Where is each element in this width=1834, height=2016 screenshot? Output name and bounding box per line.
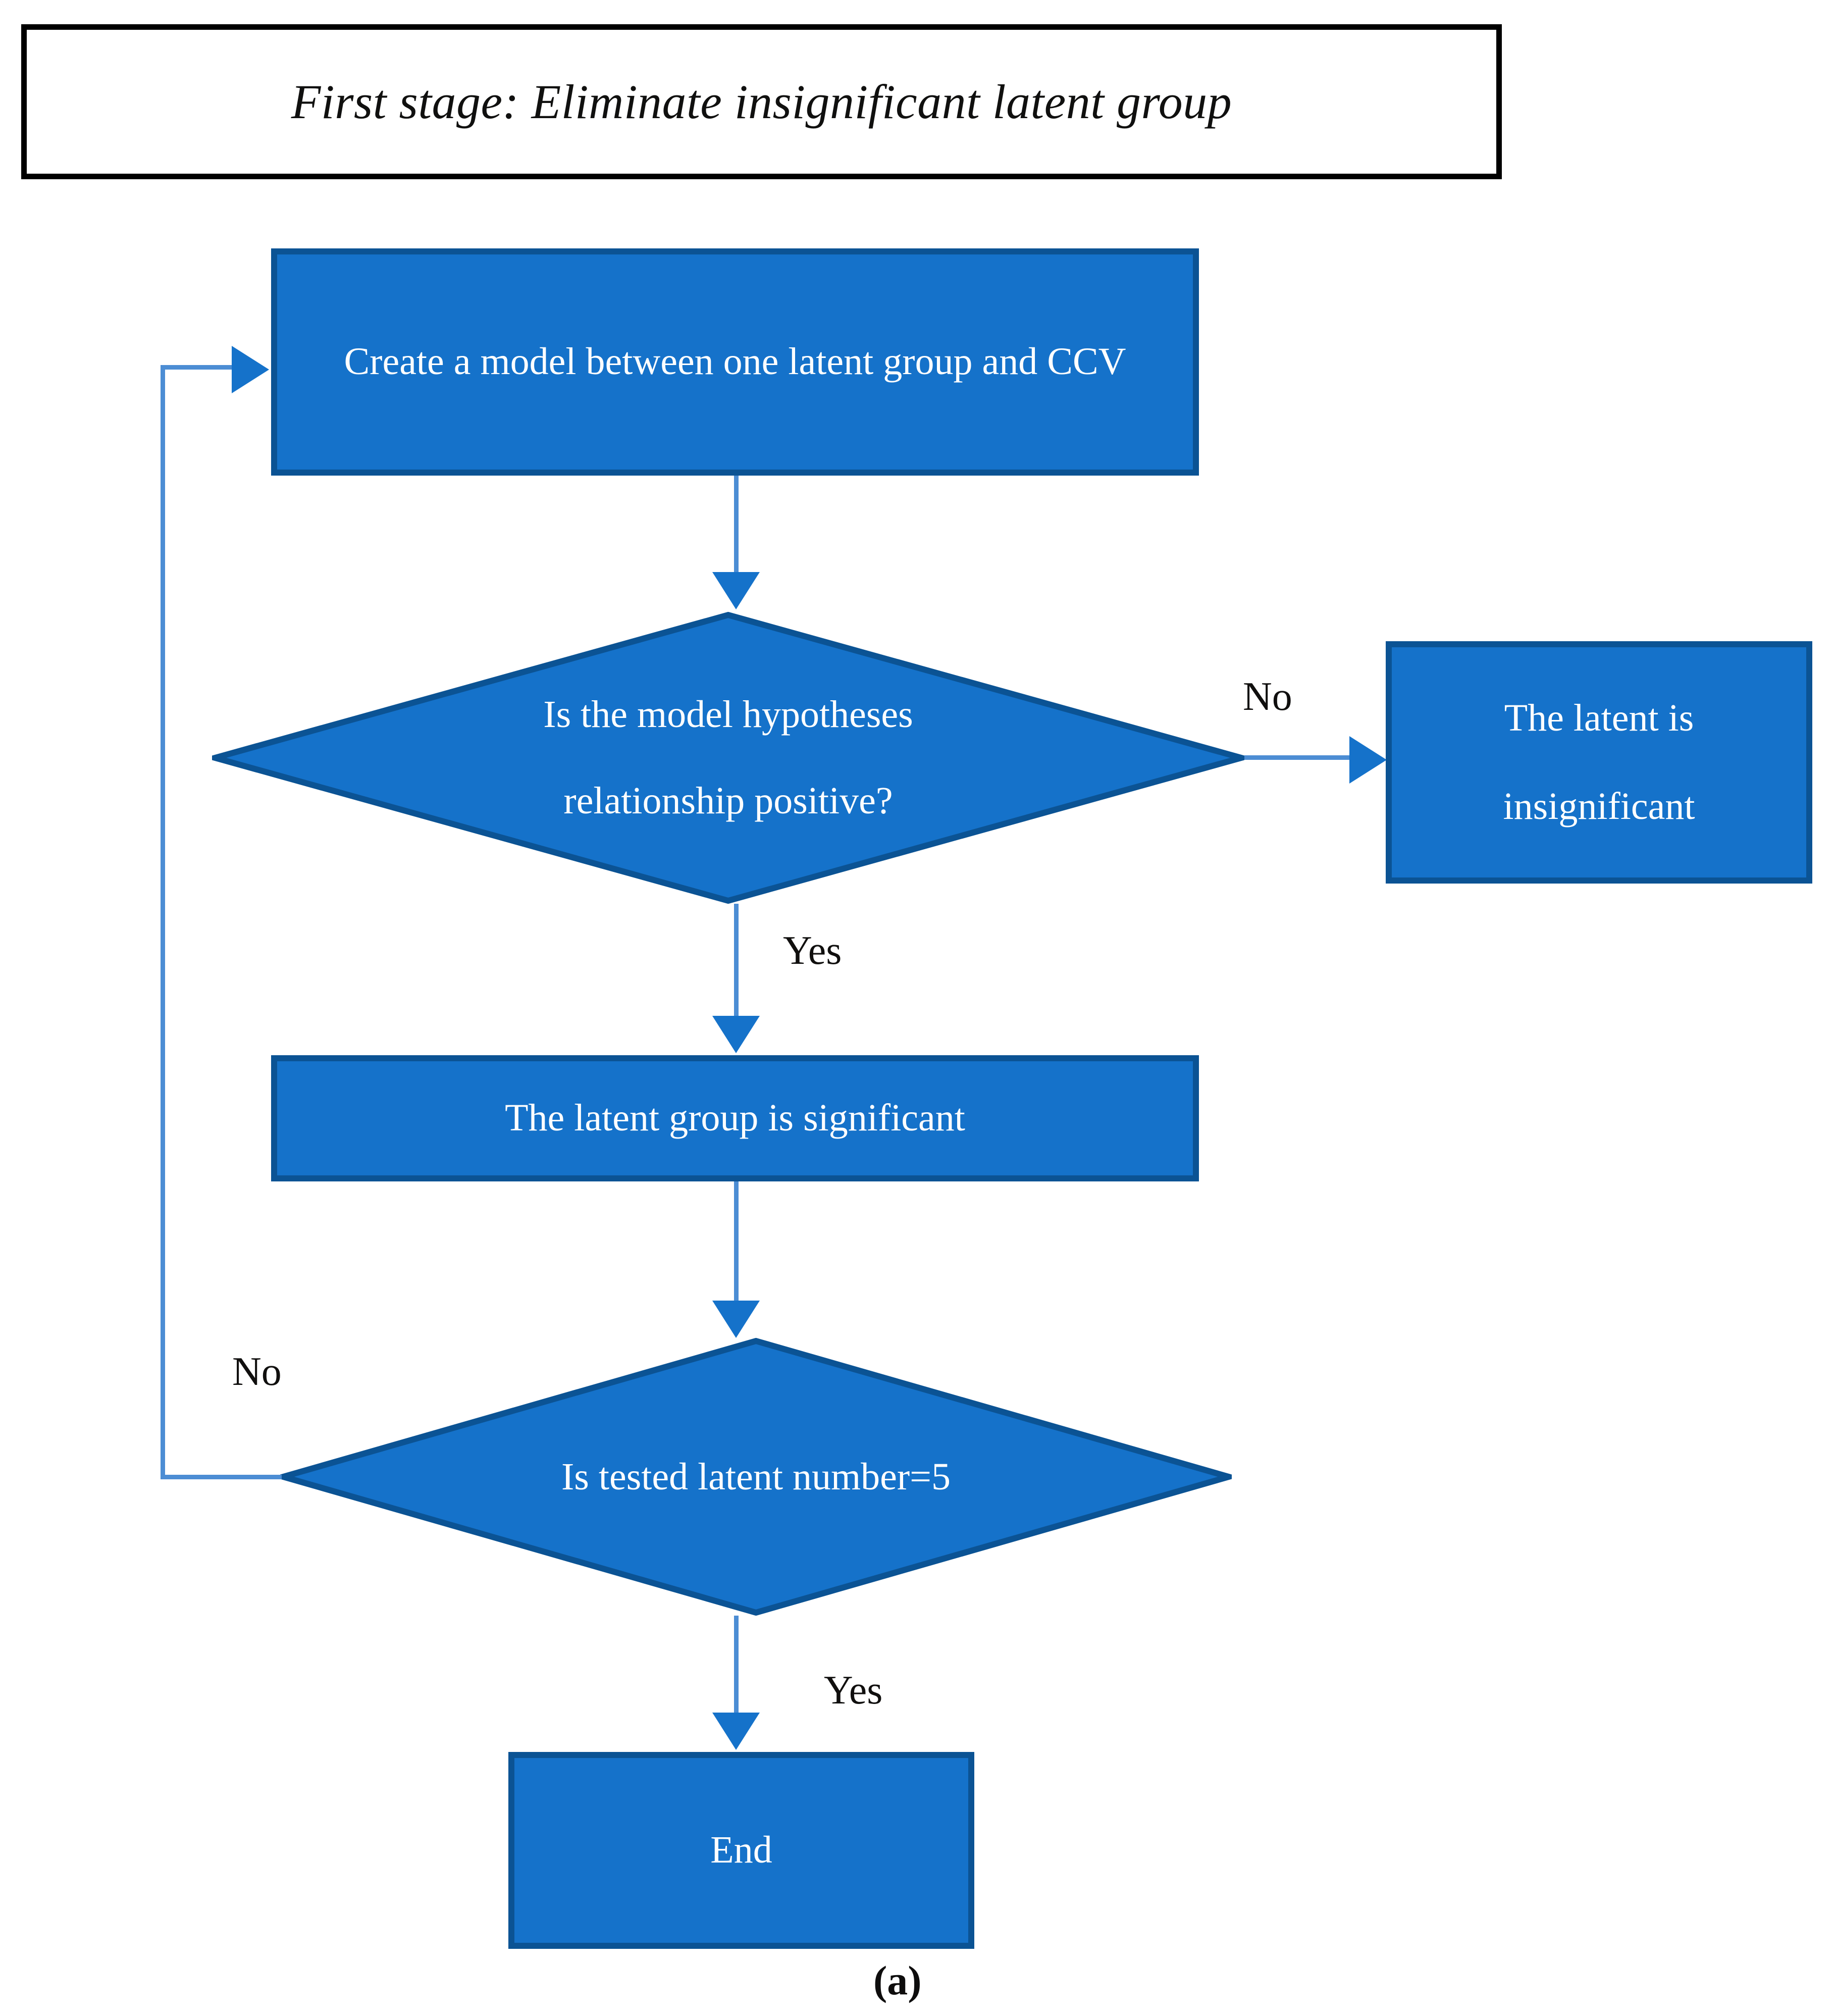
figure-caption: (a) xyxy=(873,1957,922,2003)
edge-label-yes-hypothesis: Yes xyxy=(783,928,842,973)
feedback-loop-bottom-segment xyxy=(161,1475,282,1479)
edge-label-no-count: No xyxy=(232,1350,282,1394)
connector-hypothesis-to-significant xyxy=(734,904,739,1018)
decision-hypothesis[interactable]: Is the model hypotheses relationship pos… xyxy=(212,612,1244,904)
arrowhead-down-icon xyxy=(712,1301,760,1338)
arrowhead-right-icon xyxy=(1349,736,1387,784)
stage-title-text: First stage: Eliminate insignificant lat… xyxy=(291,74,1232,129)
arrowhead-down-icon xyxy=(712,1016,760,1053)
terminator-end[interactable]: End xyxy=(508,1752,974,1949)
connector-create-to-hypothesis xyxy=(734,476,739,575)
process-latent-insignificant-label: The latent is insignificant xyxy=(1490,674,1708,851)
feedback-loop-top-segment xyxy=(161,365,234,370)
arrowhead-down-icon xyxy=(712,1713,760,1750)
process-latent-insignificant-line1: The latent is xyxy=(1504,697,1694,740)
decision-tested-latent-count-shape xyxy=(280,1338,1232,1616)
process-latent-insignificant[interactable]: The latent is insignificant xyxy=(1386,641,1812,884)
process-create-model-label: Create a model between one latent group … xyxy=(344,340,1126,383)
arrowhead-down-icon xyxy=(712,572,760,609)
edge-label-no-hypothesis: No xyxy=(1243,675,1292,719)
terminator-end-label: End xyxy=(710,1829,772,1872)
feedback-loop-vertical-segment xyxy=(161,367,165,1477)
connector-significant-to-count xyxy=(734,1181,739,1303)
decision-tested-latent-count[interactable]: Is tested latent number=5 xyxy=(280,1338,1232,1616)
decision-hypothesis-shape xyxy=(212,612,1244,904)
arrowhead-right-icon xyxy=(232,346,269,393)
process-latent-group-significant[interactable]: The latent group is significant xyxy=(271,1055,1199,1181)
connector-hypothesis-to-insignificant xyxy=(1244,755,1351,760)
process-create-model[interactable]: Create a model between one latent group … xyxy=(271,248,1199,476)
process-latent-group-significant-label: The latent group is significant xyxy=(505,1097,965,1140)
connector-count-to-end xyxy=(734,1616,739,1715)
process-latent-insignificant-line2: insignificant xyxy=(1503,785,1695,828)
stage-title-box: First stage: Eliminate insignificant lat… xyxy=(21,24,1502,179)
edge-label-yes-count: Yes xyxy=(824,1668,883,1713)
